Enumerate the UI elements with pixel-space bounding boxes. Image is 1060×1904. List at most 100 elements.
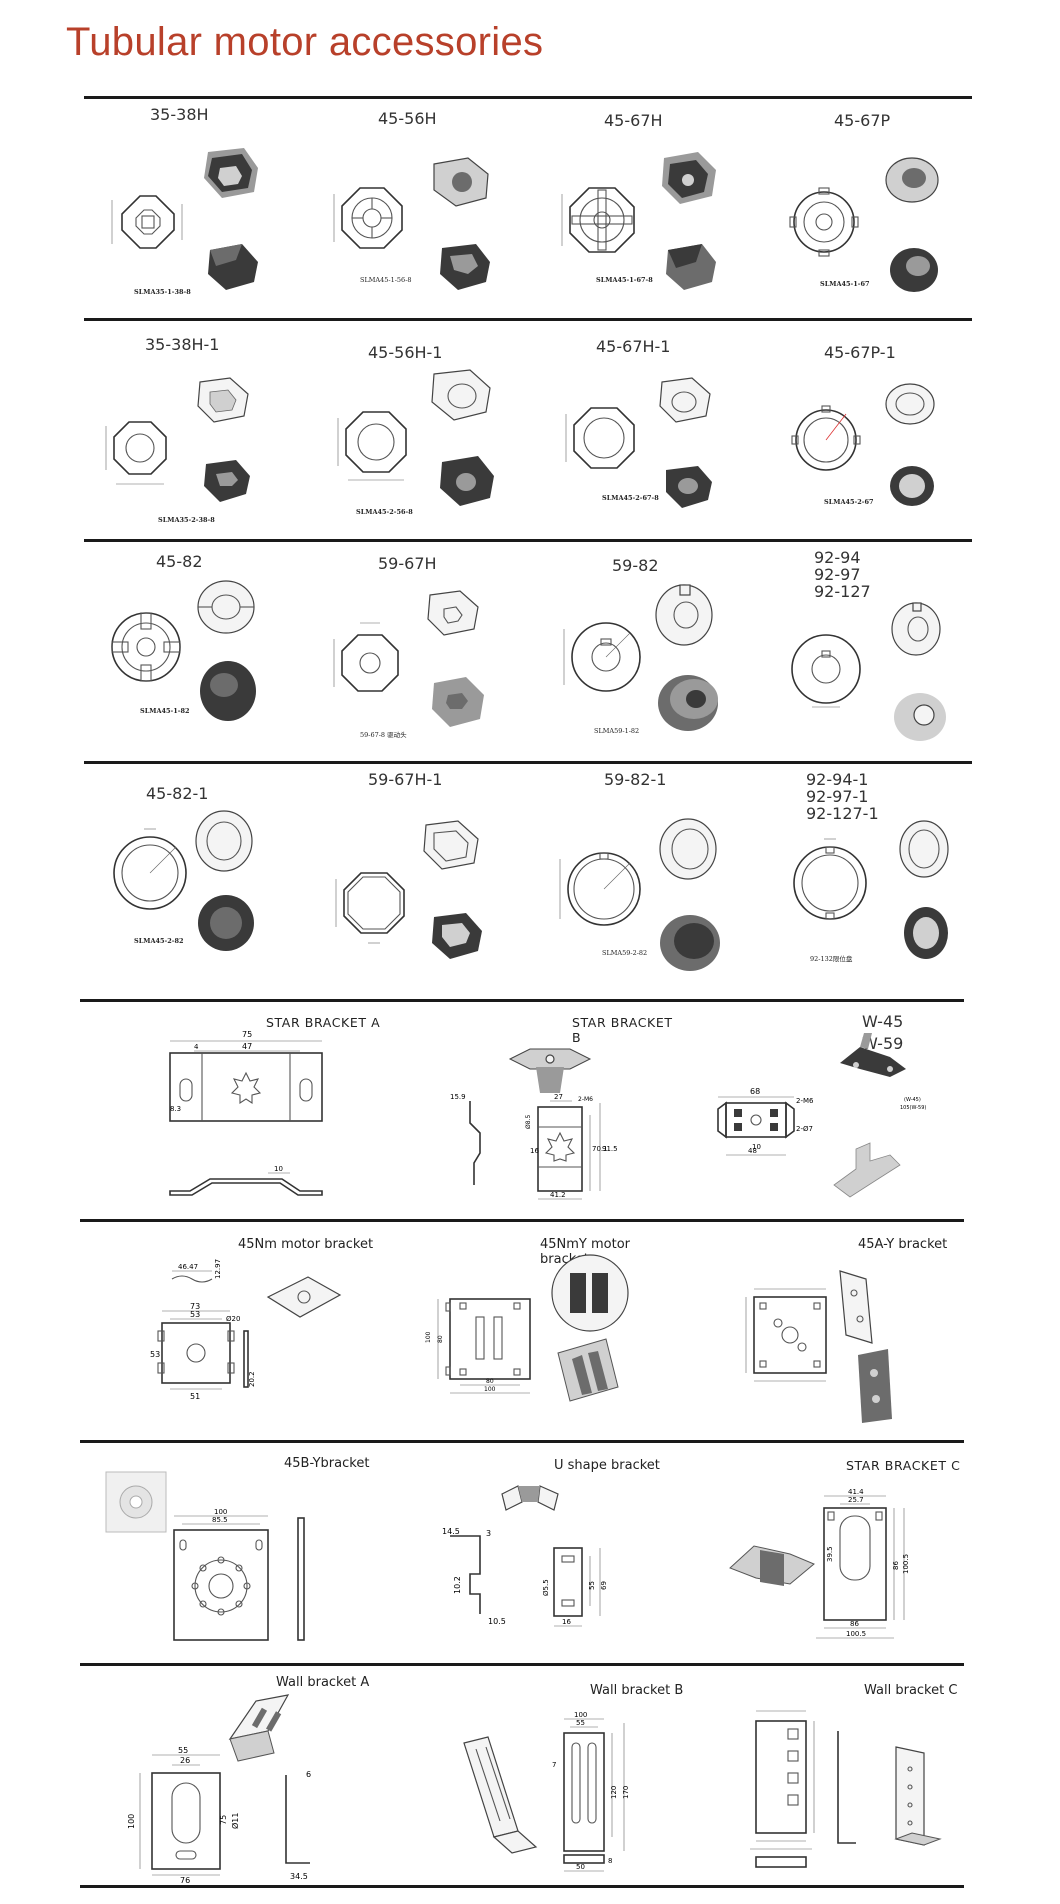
product-label: 45-67P-1: [824, 343, 896, 362]
dim-label: 2-M6: [578, 1096, 593, 1103]
dim-label: 85.5: [212, 1516, 228, 1524]
wall-bracket-a: Wall bracket A 55 26 100 75 Ø11 76 6 34.…: [110, 1667, 390, 1885]
product-label: 45A-Y bracket: [858, 1237, 948, 1252]
dim-label: 86: [850, 1620, 859, 1628]
section-divider: [80, 1440, 964, 1443]
dim-label: 55: [178, 1746, 188, 1755]
product-label: 45-67H: [604, 111, 663, 130]
dim-label: 48: [748, 1147, 757, 1155]
product-45-67h: 45-67H SLMA45-1-67-8: [548, 100, 768, 316]
dim-label: 10.5: [488, 1617, 506, 1626]
drawing-45-82: [111, 580, 256, 721]
part-code: SLMA35-1-38-8: [134, 288, 191, 296]
dim-label: 12.97: [214, 1259, 222, 1279]
dim-label: 100.5: [846, 1630, 866, 1638]
dim-label: Ø11: [230, 1813, 240, 1829]
drawing-92-94-1: [793, 820, 949, 959]
product-label: U shape bracket: [554, 1458, 660, 1473]
part-code: SLMA59-1-82: [594, 727, 640, 735]
dim-label: 69: [600, 1581, 608, 1590]
dim-label: 2-Ø7: [796, 1125, 813, 1133]
product-label-1: 92-94-1: [806, 770, 869, 789]
product-label-2: W-59: [862, 1034, 904, 1053]
product-45-67p: 45-67P SLMA45-1-67: [776, 100, 976, 316]
star-bracket-a: STAR BRACKET A 75 47 4 8.3 10: [150, 1003, 410, 1217]
dim-label: 41.4: [848, 1488, 864, 1496]
part-code: 92-132限位盘: [810, 955, 853, 963]
product-59-82: 59-82 SLMA59-1-82: [548, 543, 768, 759]
dim-label: 46.47: [178, 1263, 198, 1271]
row-5: STAR BRACKET A 75 47 4 8.3 10 STAR BRACK…: [0, 1003, 1060, 1217]
row-6: 45Nm motor bracket 46.47 12.97 73 53 Ø20…: [0, 1223, 1060, 1439]
part-code: SLMA45-2-67: [824, 498, 874, 506]
section-divider: [80, 999, 964, 1002]
row-7: 45B-Ybracket 100 85.5 U shape bracket: [0, 1444, 1060, 1660]
product-label-3: 92-127-1: [806, 804, 879, 823]
part-code: SLMA45-2-82: [134, 937, 184, 945]
dim-label: 53: [190, 1310, 200, 1319]
row-4: 45-82-1 SLMA45-2-82 59-67H-1: [0, 765, 1060, 997]
drawing-59-82: [563, 584, 718, 731]
product-label: STAR BRACKET A: [266, 1015, 381, 1030]
section-divider: [84, 96, 972, 99]
dim-label: 39.5: [826, 1546, 834, 1562]
drawing-59-82-1: [559, 818, 720, 971]
product-45-82: 45-82 SLMA45-1-82: [90, 543, 310, 759]
product-label-1: 92-94: [814, 548, 861, 567]
part-code: SLMA45-1-56-8: [360, 276, 412, 284]
product-35-38h: 35-38H SLMA35-1-38-8: [90, 100, 310, 316]
product-59-67h-1: 59-67H-1: [320, 765, 540, 997]
product-45-82-1: 45-82-1 SLMA45-2-82: [90, 765, 310, 997]
dim-label: Ø20: [226, 1315, 240, 1323]
dim-label: 68: [750, 1087, 760, 1096]
dim-label: 10: [752, 1143, 761, 1151]
dim-label: 100: [574, 1711, 587, 1719]
product-35-38h-1: 35-38H-1 SLMA35-2-38-8: [90, 322, 310, 538]
dim-label: 8.3: [170, 1105, 181, 1113]
dim-label: 120: [610, 1786, 618, 1799]
dim-label: 27: [554, 1093, 563, 1101]
drawing-92-94: [791, 602, 946, 741]
dim-label: 14.5: [442, 1527, 460, 1536]
part-code: SLMA45-1-67-8: [596, 276, 653, 284]
part-code: SLMA35-2-38-8: [158, 516, 215, 524]
drawing-35-38h: [111, 148, 258, 290]
bracket-45b-y: 45B-Ybracket 100 85.5: [100, 1444, 390, 1660]
product-label: 59-82-1: [604, 770, 667, 789]
part-code: SLMA45-2-56-8: [356, 508, 413, 516]
drawing-u-shape: 14.5 3 10.2 10.5 Ø5.5 55 69 16: [442, 1485, 608, 1627]
dim-label: 50: [576, 1863, 585, 1871]
product-label: 59-82: [612, 556, 659, 575]
product-label: 45-56H-1: [368, 343, 443, 362]
product-label: 45B-Ybracket: [284, 1456, 370, 1471]
dim-label: 8: [608, 1857, 612, 1865]
drawing-45b-y: 100 85.5: [105, 1471, 305, 1641]
drawing-star-bracket-c: 41.4 25.7 39.5 86 100.5 86 100.5: [729, 1488, 910, 1639]
drawing-59-67h-1: [335, 820, 482, 959]
drawing-45a-y: [745, 1270, 892, 1423]
drawing-star-bracket-a: 75 47 4 8.3 10: [169, 1030, 323, 1196]
product-59-82-1: 59-82-1 SLMA59-2-82: [548, 765, 768, 997]
dim-label: 100: [127, 1814, 136, 1829]
drawing-45-67h-1: [565, 377, 712, 508]
part-code: SLMA59-2-82: [602, 949, 648, 957]
dim-label: 51: [190, 1392, 200, 1401]
dim-label: 70.1: [592, 1145, 608, 1153]
dim-label: 100: [214, 1508, 227, 1516]
wall-bracket-c: Wall bracket C: [720, 1667, 970, 1883]
dim-label: 100: [425, 1331, 432, 1343]
product-label: STAR BRACKET B: [572, 1015, 673, 1045]
product-label-2: 92-97-1: [806, 787, 869, 806]
dim-label: 100: [484, 1386, 496, 1393]
drawing-45-67h: [561, 152, 716, 290]
section-divider: [84, 539, 972, 542]
product-label: 59-67H: [378, 554, 437, 573]
drawing-w45: 68 2-M6 2-Ø7 10 48 (W-45) 105(W-59): [717, 1033, 926, 1198]
row-3: 45-82 SLMA45-1-82 59-67H: [0, 543, 1060, 759]
product-label: 45-67H-1: [596, 337, 671, 356]
dim-label: 20.2: [248, 1371, 256, 1387]
dim-label: 10.2: [453, 1576, 462, 1594]
dim-label: 55: [588, 1581, 596, 1590]
bracket-w45-w59: W-45 W-59 68 2-M6 2-Ø7 10 48 (W-45) 10: [690, 1003, 970, 1217]
part-code: 59-67-8 驱动头: [360, 731, 407, 739]
